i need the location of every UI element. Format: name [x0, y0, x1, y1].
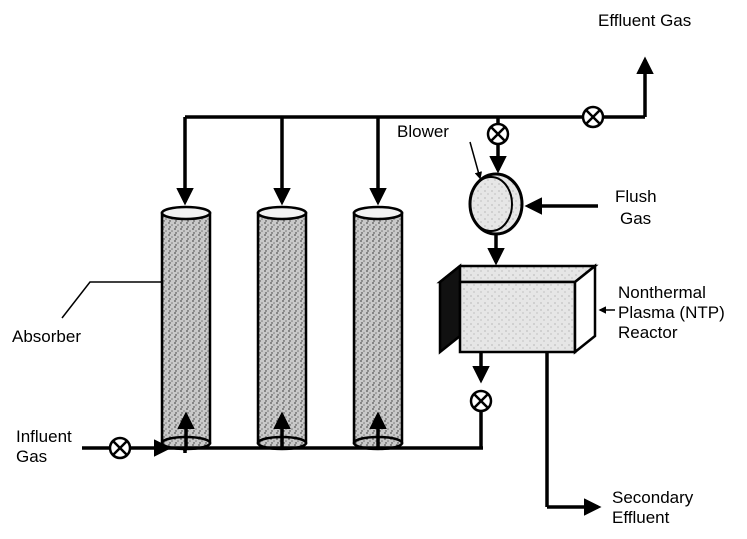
influent-gas-label-line1: Influent — [16, 427, 72, 446]
valve-icon[interactable] — [108, 436, 132, 460]
top-header-pipe — [183, 56, 654, 180]
absorber-label: Absorber — [12, 327, 81, 346]
secondary-effluent-label-line2: Effluent — [612, 508, 670, 527]
blower-label: Blower — [397, 122, 449, 141]
column-inlet-arrows — [177, 411, 387, 448]
ntp-label-line3: Reactor — [618, 323, 678, 342]
valve-icon[interactable] — [581, 105, 605, 129]
flush-gas-label-line2: Gas — [620, 209, 651, 228]
influent-gas-label-line2: Gas — [16, 447, 47, 466]
column-inlet-arrows — [183, 448, 187, 451]
blower-icon — [468, 172, 524, 236]
valve-icon[interactable] — [486, 122, 510, 146]
blower-leader — [469, 141, 483, 180]
bottom-inlet-pipe — [82, 439, 483, 457]
ntp-label-line2: Plasma (NTP) — [618, 303, 725, 322]
ntp-reactor-icon — [436, 263, 599, 355]
secondary-effluent-label-line1: Secondary — [612, 488, 694, 507]
valve-icon[interactable] — [469, 389, 493, 413]
absorber-column-icon — [352, 205, 404, 451]
absorber-leader — [61, 281, 162, 319]
absorber-column-icon — [256, 205, 308, 451]
absorber-column-icon — [160, 205, 212, 451]
effluent-gas-label: Effluent Gas — [598, 11, 691, 30]
column-outlet-arrows — [176, 117, 387, 206]
flush-gas-label-line1: Flush — [615, 187, 657, 206]
secondary-effluent-pipe — [545, 352, 602, 516]
ntp-label-line1: Nonthermal — [618, 283, 706, 302]
